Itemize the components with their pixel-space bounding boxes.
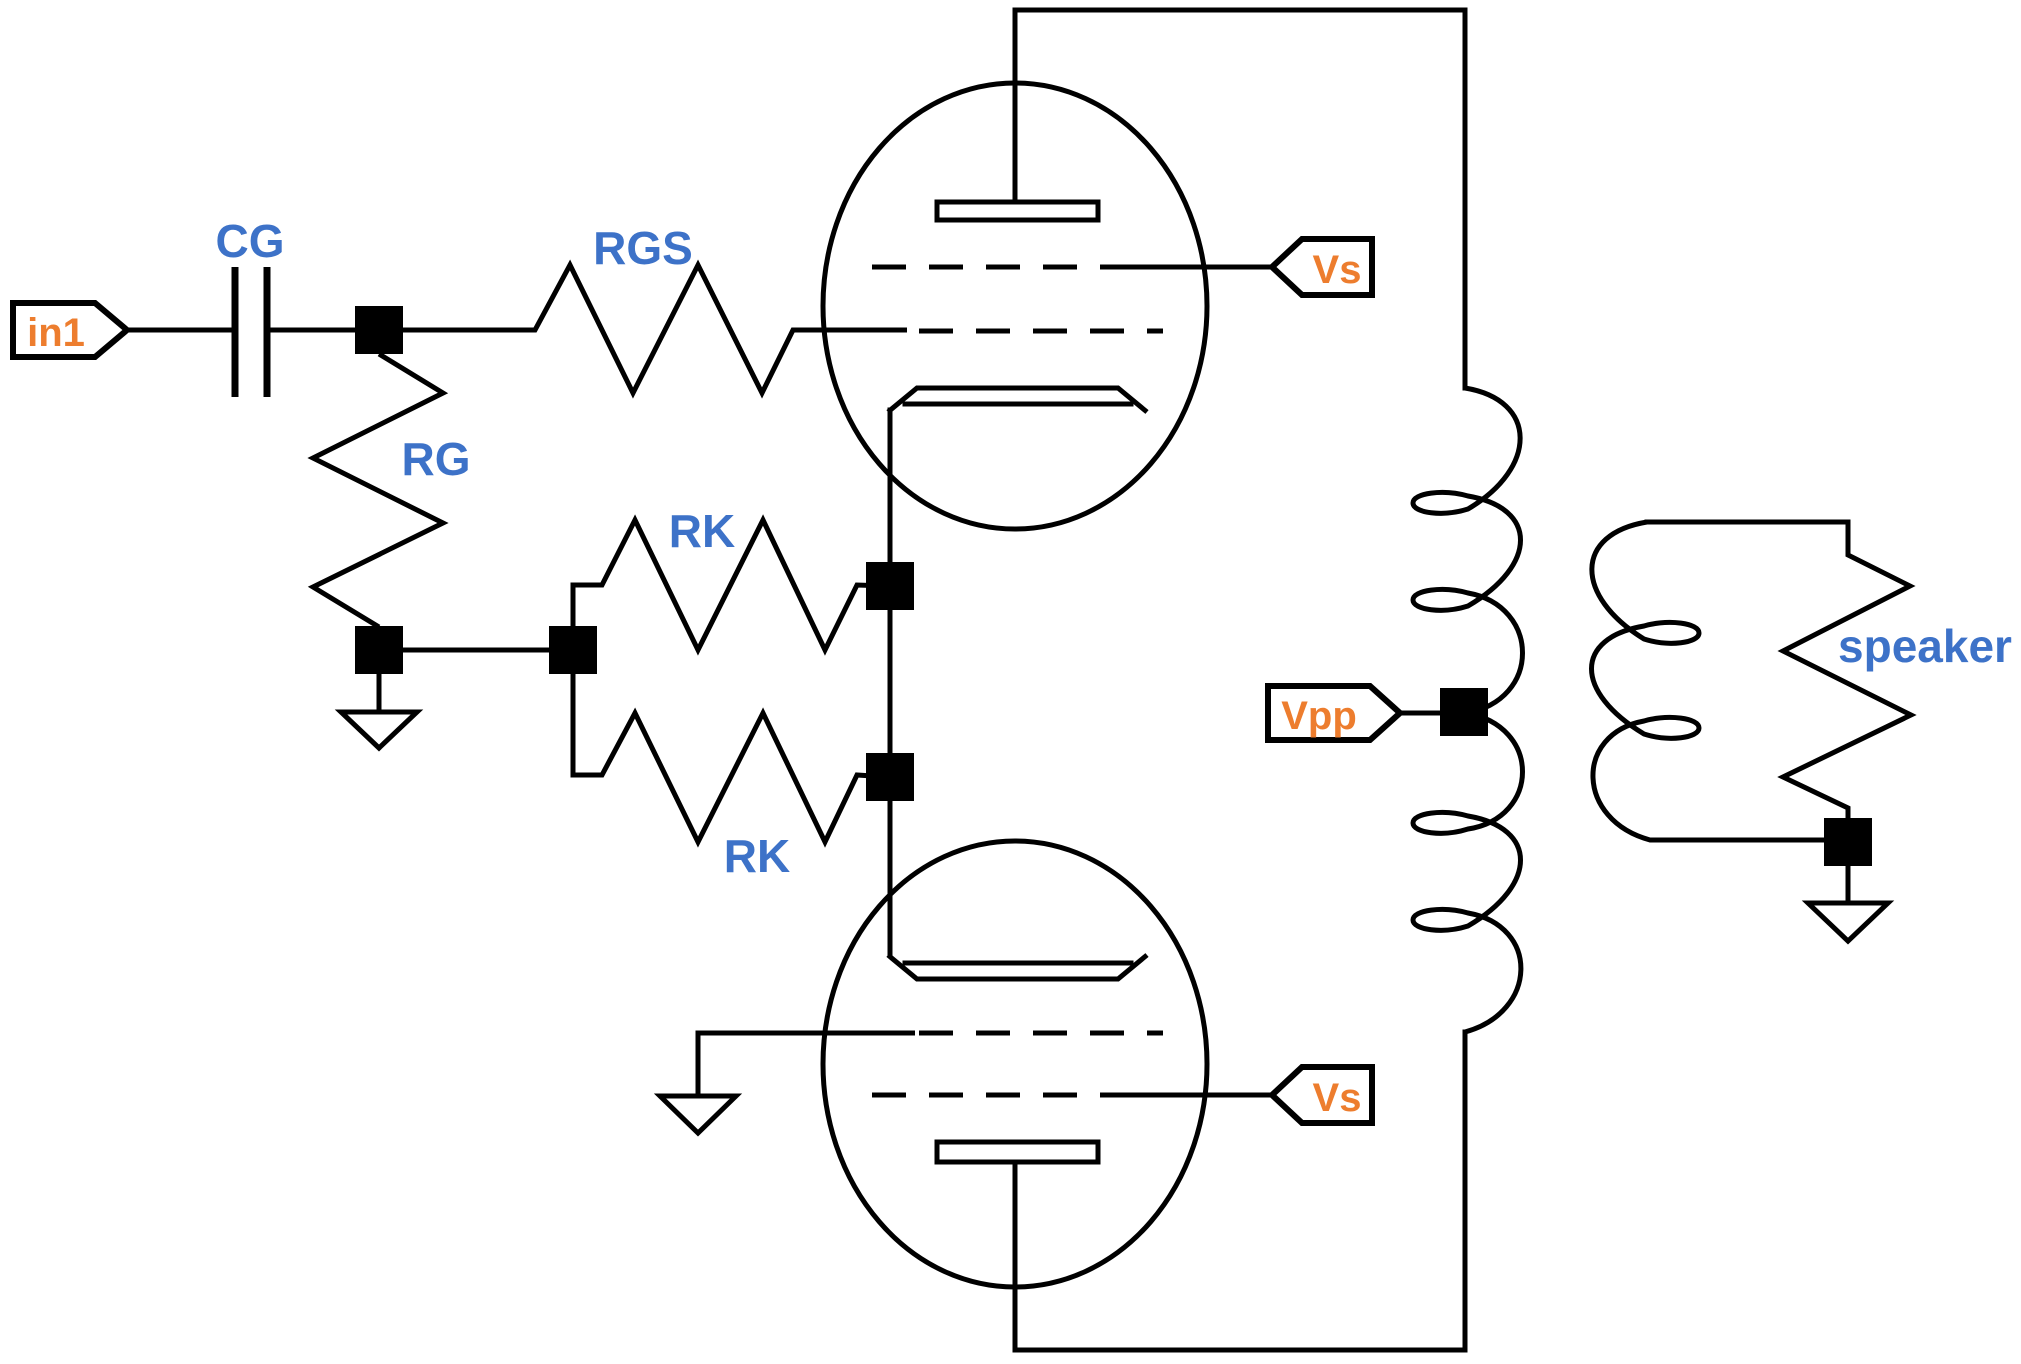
tube-bottom-plate: [934, 1139, 1101, 1165]
tube-bottom-envelope: [820, 838, 1210, 1290]
junction-dot-rk-common: [549, 626, 597, 674]
ground-icon-speaker: [1801, 900, 1895, 945]
resistor-speaker: [1777, 522, 1917, 820]
port-vs-top-label: Vs: [1313, 248, 1362, 292]
junction-dot-cathode-bottom: [866, 753, 914, 801]
resistor-rgs: [403, 259, 907, 399]
tube-top-envelope: [820, 80, 1210, 532]
port-vs-bottom-label: Vs: [1313, 1076, 1362, 1120]
port-in1: [10, 300, 132, 360]
tube-top-cathode: [886, 385, 1149, 414]
ground-icon-grid: [653, 1093, 743, 1137]
tube-bottom-cathode: [886, 953, 1149, 982]
resistor-rk-bottom: [570, 672, 889, 848]
ground-icon-rg: [334, 709, 424, 752]
label-rk-bottom: RK: [724, 830, 790, 882]
port-vpp-label: Vpp: [1281, 694, 1357, 738]
junction-dot-cathode-top: [866, 562, 914, 610]
resistor-rk-top: [570, 514, 889, 656]
junction-dot-rg-gnd: [355, 626, 403, 674]
wire-top-rail: [1012, 7, 1468, 391]
wire-bottom-grid-to-gnd: [695, 1030, 915, 1096]
junction-dot-input: [355, 306, 403, 354]
junction-dot-centertap: [1440, 688, 1488, 736]
label-rgs: RGS: [593, 222, 693, 274]
resistor-rg: [307, 351, 449, 630]
port-vs-top: [1267, 236, 1375, 298]
label-rk-top: RK: [669, 505, 735, 557]
transformer-secondary-winding: [1589, 519, 1824, 843]
label-speaker: speaker: [1838, 620, 2012, 672]
junction-dot-speaker-gnd: [1824, 818, 1872, 866]
wire-bottom-rail: [1012, 1029, 1468, 1353]
port-vpp: [1265, 683, 1405, 743]
port-in1-label: in1: [27, 311, 85, 355]
label-cg: CG: [216, 215, 285, 267]
label-rg: RG: [402, 433, 471, 485]
tube-top-plate: [934, 199, 1101, 223]
port-vs-bottom: [1267, 1064, 1375, 1126]
